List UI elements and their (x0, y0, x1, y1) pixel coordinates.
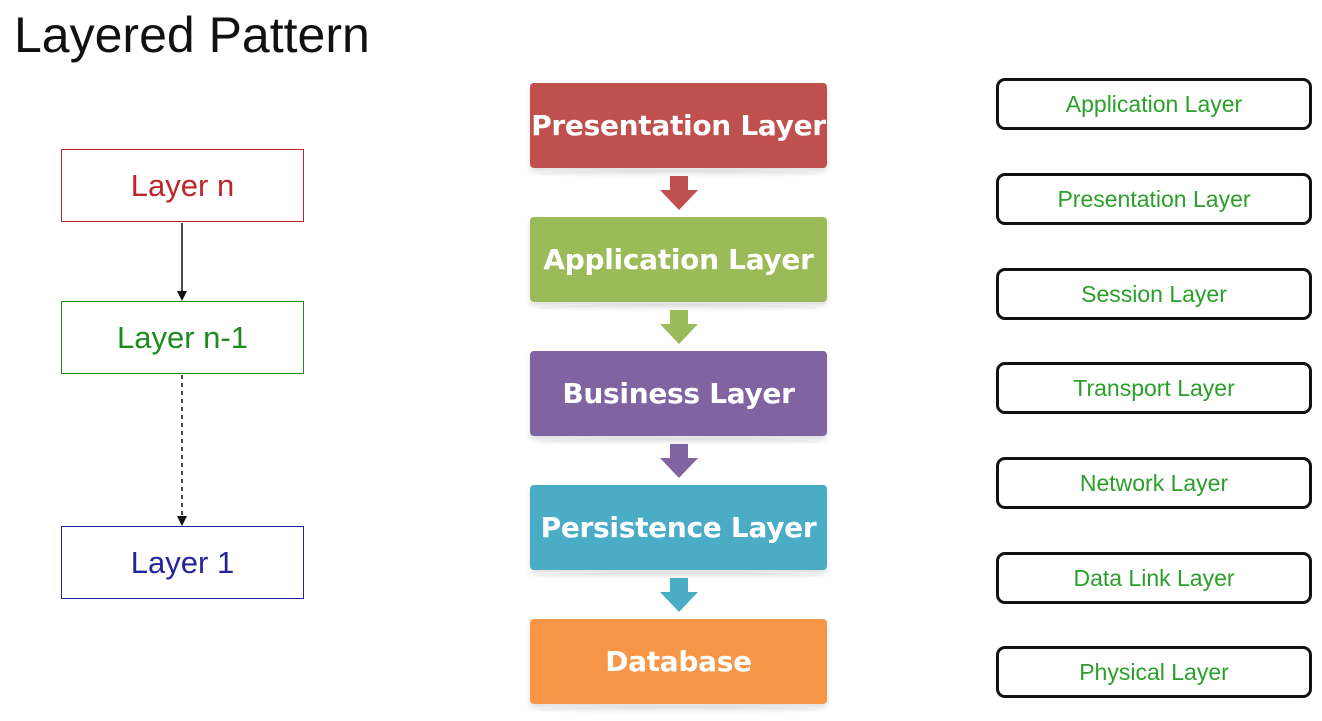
down-arrow-icon (660, 578, 698, 612)
stack-layer-database: Database (530, 619, 827, 714)
stack-layer-presentation: Presentation Layer (530, 83, 827, 178)
osi-layer-label: Network Layer (1079, 469, 1229, 496)
generic-layer-box: Layer n-1 (61, 301, 304, 374)
generic-layer-box: Layer 1 (61, 526, 304, 599)
osi-layer-box: Session Layer (996, 268, 1312, 320)
stack-layer-persistence: Persistence Layer (530, 485, 827, 580)
down-arrow-icon (660, 310, 698, 344)
osi-layer-box: Application Layer (996, 78, 1312, 130)
osi-layer-box: Data Link Layer (996, 552, 1312, 604)
osi-layer-label: Data Link Layer (1073, 564, 1235, 591)
down-arrow-icon (660, 176, 698, 210)
osi-layer-box: Presentation Layer (996, 173, 1312, 225)
osi-layer-label: Presentation Layer (1057, 185, 1251, 212)
osi-layer-label: Session Layer (1081, 280, 1227, 307)
generic-layer-label: Layer n-1 (117, 319, 248, 355)
osi-layer-box: Physical Layer (996, 646, 1312, 698)
osi-layer-box: Network Layer (996, 457, 1312, 509)
stack-layer-label: Persistence Layer (540, 511, 817, 544)
stack-layer-label: Presentation Layer (531, 109, 826, 142)
osi-layer-box: Transport Layer (996, 362, 1312, 414)
stack-layer-label: Database (605, 645, 752, 678)
osi-layer-label: Physical Layer (1079, 658, 1229, 685)
stack-layer-label: Application Layer (543, 243, 814, 276)
generic-layer-label: Layer n (130, 167, 235, 203)
generic-layer-label: Layer 1 (130, 544, 235, 580)
stack-layer-application: Application Layer (530, 217, 827, 312)
generic-layer-box: Layer n (61, 149, 304, 222)
down-arrow-icon (660, 444, 698, 478)
osi-layer-label: Application Layer (1065, 90, 1243, 117)
stack-layer-label: Business Layer (562, 377, 795, 410)
page-title: Layered Pattern (14, 7, 370, 63)
stack-layer-business: Business Layer (530, 351, 827, 446)
osi-layer-label: Transport Layer (1073, 374, 1235, 401)
